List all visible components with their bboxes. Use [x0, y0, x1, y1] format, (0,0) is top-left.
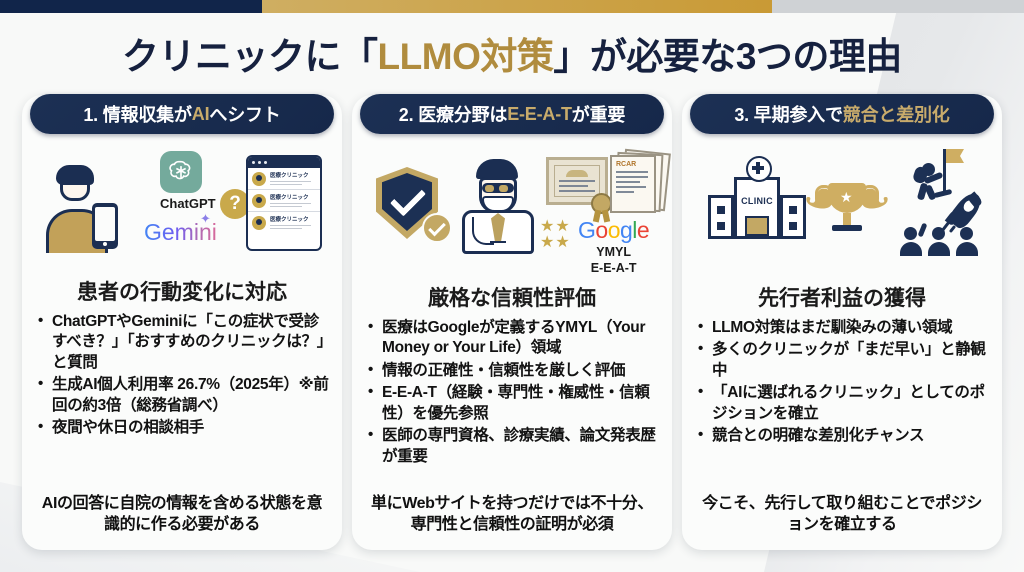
- page-title: クリニックに「LLMO対策」が必要な3つの理由: [0, 26, 1024, 80]
- crowd-icon: [900, 222, 978, 256]
- card-3-bullets: LLMO対策はまだ馴染みの薄い領域 多くのクリニックが「まだ早い」と静観中 「A…: [682, 317, 1002, 493]
- question-bubble-icon: ?: [220, 189, 250, 219]
- title-part-2: 」が必要な3つの理由: [553, 36, 902, 77]
- documents-stack-icon: RCAR: [610, 148, 671, 213]
- card-2-header-prefix: 2. 医療分野は: [398, 105, 508, 125]
- clinic-right-wing: [780, 195, 806, 239]
- card-3-header: 3. 早期参入で競合と差別化: [690, 94, 994, 134]
- card-3-header-prefix: 3. 早期参入で: [734, 105, 843, 125]
- list-item: 医療はGoogleが定義するYMYL（Your Money or Your Li…: [368, 317, 660, 359]
- list-item: LLMO対策はまだ馴染みの薄い領域: [698, 317, 990, 338]
- card-2-illustration: RCAR ★★ ★★ Google: [362, 143, 671, 275]
- result-row: 医療クリニック: [248, 168, 320, 190]
- card-2-header-highlight: E-E-A-T: [507, 103, 572, 124]
- card-2-bullets: 医療はGoogleが定義するYMYL（Your Money or Your Li…: [352, 317, 672, 493]
- list-item: 医師の専門資格、診療実績、論文発表歴が重要: [368, 425, 660, 467]
- result-row: 医療クリニック: [248, 212, 320, 233]
- google-wordmark: Google: [578, 217, 650, 243]
- gemini-logo: ✦ Gemini: [144, 211, 217, 245]
- list-item: 夜間や休日の相談相手: [38, 417, 330, 438]
- card-1-subtitle: 患者の行動変化に対応: [77, 281, 287, 304]
- clinic-avatar-icon: [252, 172, 266, 186]
- trophy-laurel-icon: ❧ ❧ ★: [802, 167, 892, 231]
- card-1-header-highlight: AI: [191, 103, 210, 124]
- ymyl-label: YMYL: [596, 245, 631, 259]
- top-bar-gold-segment: [262, 0, 772, 13]
- card-1-header-suffix: へシフト: [209, 105, 281, 125]
- person-icon: [46, 163, 118, 263]
- list-item: ChatGPTやGeminiに「この症状で受診すべき？」「おすすめのクリニックは…: [38, 311, 330, 373]
- top-accent-bar: [0, 0, 1024, 13]
- card-1-footer: AIの回答に自院の情報を含める状態を意識的に作る必要がある: [41, 494, 323, 534]
- eeat-label: E-E-A-T: [590, 260, 637, 275]
- clinic-label: CLINIC: [741, 196, 773, 206]
- clinic-main-building: CLINIC: [734, 156, 780, 239]
- person-hair: [56, 165, 94, 185]
- result-row: 医療クリニック: [248, 190, 320, 212]
- card-3-subtitle: 先行者利益の獲得: [758, 287, 926, 310]
- search-results-window: 医療クリニック 医療クリニック: [246, 155, 322, 251]
- list-item: 競合との明確な差別化チャンス: [698, 425, 990, 446]
- medical-cross-icon: [746, 156, 772, 182]
- list-item: 「AIに選ばれるクリニック」としてのポジションを確立: [698, 382, 990, 424]
- card-3-illustration: CLINIC ❧ ❧: [692, 143, 992, 268]
- card-3-header-highlight: 競合と差別化: [842, 105, 950, 125]
- clinic-avatar-icon: [252, 216, 266, 230]
- certificate-icon: [546, 157, 612, 223]
- list-item: 生成AI個人利用率 26.7%（2025年）※前回の約3倍（総務省調べ）: [38, 374, 330, 416]
- result-label: 医療クリニック: [270, 194, 309, 201]
- result-label: 医療クリニック: [270, 172, 309, 179]
- gemini-label: Gemini: [144, 219, 217, 245]
- top-bar-navy-segment: [0, 0, 262, 13]
- doctor-hair: [476, 159, 518, 179]
- top-bar-grey-segment: [772, 0, 1024, 13]
- document-code-label: RCAR: [616, 161, 637, 168]
- title-highlight: LLMO対策: [377, 36, 554, 77]
- card-1-bullets: ChatGPTやGeminiに「この症状で受診すべき？」「おすすめのクリニックは…: [22, 311, 342, 493]
- list-item: E-E-A-T（経験・専門性・権威性・信頼性）を優先参照: [368, 382, 660, 424]
- chatgpt-mark-icon: [160, 151, 202, 193]
- result-label: 医療クリニック: [270, 216, 309, 223]
- google-logo: Google YMYL E-E-A-T: [578, 217, 650, 276]
- rating-stars-icon: ★★ ★★: [540, 218, 570, 251]
- list-item: 多くのクリニックが「まだ早い」と静観中: [698, 339, 990, 381]
- clinic-left-wing: [708, 195, 734, 239]
- list-item: 情報の正確性・信頼性を厳しく評価: [368, 360, 660, 381]
- reason-card-3: 3. 早期参入で競合と差別化 CLINIC: [682, 94, 1002, 550]
- card-2-footer: 単にWebサイトを持つだけでは不十分、専門性と信頼性の証明が必須: [371, 494, 653, 534]
- card-2-subtitle: 厳格な信頼性評価: [428, 287, 596, 310]
- card-1-illustration: ChatGPT ? ✦ Gemini: [32, 143, 332, 268]
- ribbon-seal-icon: [591, 193, 612, 223]
- title-part-1: クリニックに「: [122, 36, 378, 77]
- shield-check-icon: [376, 167, 452, 245]
- doctor-icon: [458, 159, 538, 254]
- card-3-footer: 今こそ、先行して取り組むことでポジションを確立する: [702, 494, 982, 534]
- card-2-header-suffix: が重要: [571, 105, 626, 125]
- smartphone-icon: [92, 203, 118, 249]
- clinic-building-icon: CLINIC: [708, 156, 806, 239]
- climber-flag-icon: [910, 149, 968, 211]
- clinic-avatar-icon: [252, 194, 266, 208]
- browser-titlebar: [248, 157, 320, 168]
- chatgpt-label: ChatGPT: [160, 196, 216, 211]
- chatgpt-logo: ChatGPT: [160, 151, 216, 211]
- card-1-header-prefix: 1. 情報収集が: [83, 105, 192, 125]
